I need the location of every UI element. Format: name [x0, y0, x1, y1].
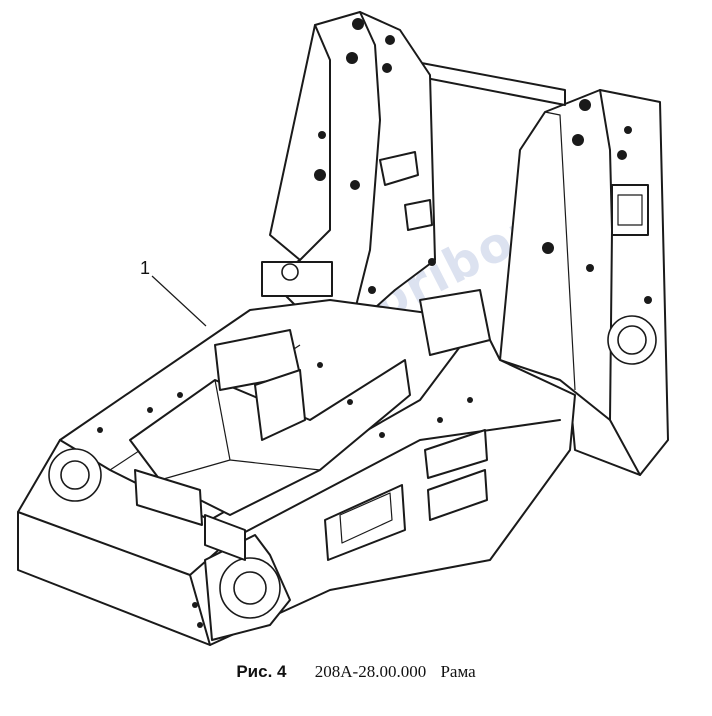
callout-label: 1: [140, 258, 150, 278]
part-code: 208А-28.00.000: [314, 662, 427, 681]
figure-caption: Рис. 4 208А-28.00.000 Рама: [0, 662, 712, 682]
main-chassis: [17, 289, 576, 646]
left-tower: [261, 11, 436, 331]
callout-1: 1: [140, 258, 207, 327]
figure-number: Рис. 4: [236, 662, 287, 681]
part-title: Рама: [440, 662, 476, 681]
